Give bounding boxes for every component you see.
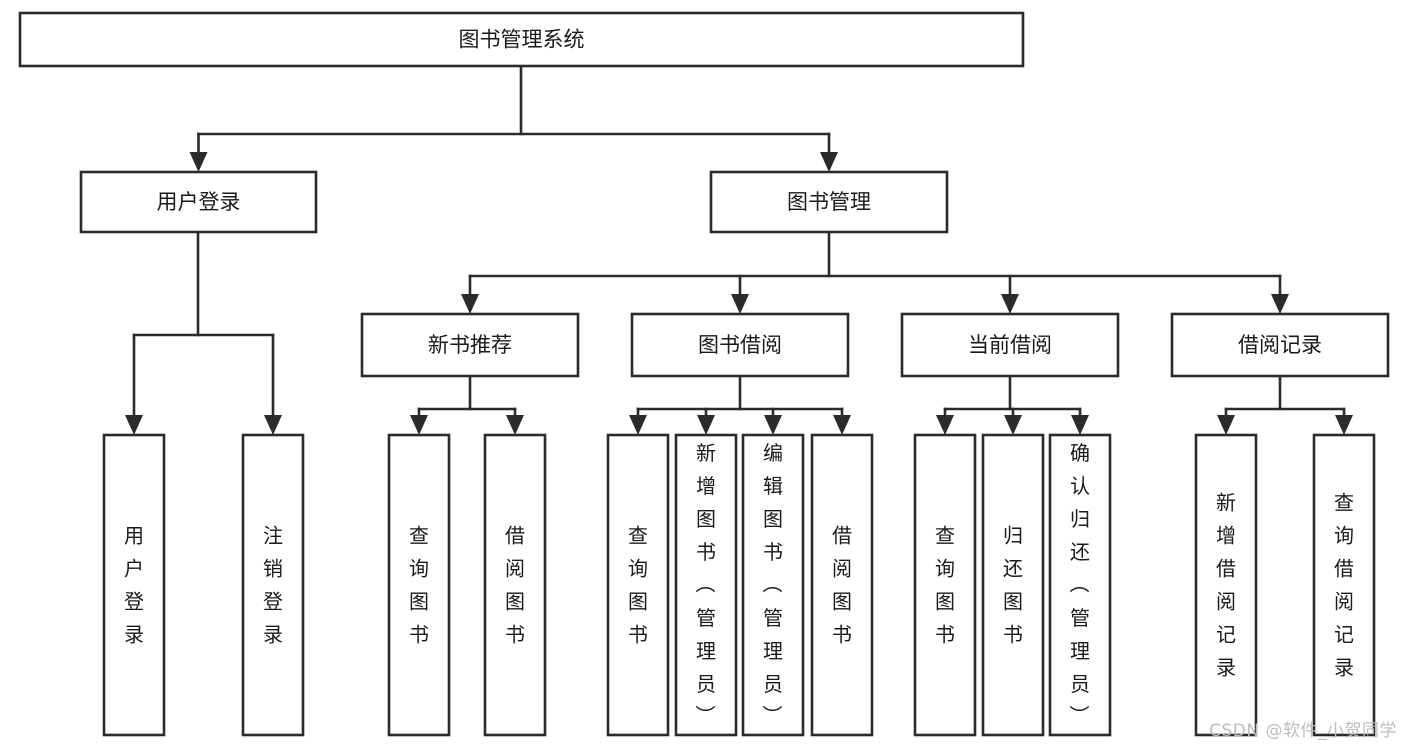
arrow-head-icon	[1001, 294, 1019, 314]
node-box[interactable]	[709, 170, 949, 234]
node-box[interactable]	[1048, 433, 1112, 737]
node-box[interactable]	[79, 170, 318, 234]
connector-elbow-root	[189, 64, 838, 172]
node-l-cb-confirm-return[interactable]: 确认归还（管理员）	[1048, 433, 1112, 737]
arrow-head-icon	[189, 152, 208, 172]
node-label: 确认归还（管理员）	[1069, 441, 1090, 729]
node-label: 图书管理系统	[459, 28, 585, 52]
connector-elbow-book-borrow	[629, 374, 851, 435]
arrow-head-icon	[629, 415, 647, 435]
node-label: 用户登录	[157, 190, 241, 214]
node-box[interactable]	[810, 433, 874, 737]
connector-layer	[125, 64, 1353, 435]
node-box[interactable]	[630, 312, 850, 378]
node-label: 查询图书	[935, 523, 955, 646]
node-n-current-borrow[interactable]: 当前借阅	[900, 312, 1120, 378]
arrow-head-icon	[1071, 415, 1089, 435]
node-l-cb-query-book[interactable]: 查询图书	[913, 433, 977, 737]
node-box[interactable]	[913, 433, 977, 737]
node-l-rec-borrow-book[interactable]: 借阅图书	[483, 433, 547, 737]
node-label: 图书借阅	[698, 333, 782, 357]
node-label: 新增借阅记录	[1216, 490, 1236, 679]
node-l-bb-add-book[interactable]: 新增图书（管理员）	[674, 433, 738, 737]
node-box[interactable]	[1170, 312, 1390, 378]
node-l-bb-edit-book[interactable]: 编辑图书（管理员）	[741, 433, 805, 737]
node-box[interactable]	[241, 433, 305, 737]
arrow-head-icon	[461, 294, 479, 314]
node-label: 当前借阅	[968, 333, 1052, 357]
node-box[interactable]	[387, 433, 451, 737]
arrow-head-icon	[125, 415, 143, 435]
node-label: 借阅图书	[505, 523, 525, 646]
node-layer: 图书管理系统用户登录图书管理新书推荐图书借阅当前借阅借阅记录用户登录注销登录查询…	[18, 11, 1390, 737]
node-box[interactable]	[360, 312, 580, 378]
node-l-br-add-record[interactable]: 新增借阅记录	[1194, 433, 1258, 737]
node-box[interactable]	[606, 433, 670, 737]
node-label: 借阅图书	[832, 523, 852, 646]
node-label: 查询图书	[409, 523, 429, 646]
node-label: 用户登录	[124, 523, 144, 646]
node-root[interactable]: 图书管理系统	[18, 11, 1025, 68]
connector-elbow-borrow-record	[1217, 374, 1353, 435]
node-n-borrow-record[interactable]: 借阅记录	[1170, 312, 1390, 378]
node-label: 查询图书	[628, 523, 648, 646]
arrow-head-icon	[1271, 294, 1289, 314]
node-l-user-login[interactable]: 用户登录	[102, 433, 166, 737]
arrow-head-icon	[697, 415, 715, 435]
node-l-cb-return-book[interactable]: 归还图书	[981, 433, 1045, 737]
arrow-head-icon	[833, 415, 851, 435]
node-label: 新增图书（管理员）	[695, 441, 716, 729]
node-label: 编辑图书（管理员）	[762, 441, 783, 729]
connector-elbow-book-manage	[461, 230, 1289, 314]
arrow-head-icon	[936, 415, 954, 435]
node-label: 归还图书	[1003, 523, 1023, 646]
node-n-user-login[interactable]: 用户登录	[79, 170, 318, 234]
node-label: 新书推荐	[428, 333, 512, 357]
node-l-rec-query-book[interactable]: 查询图书	[387, 433, 451, 737]
arrow-head-icon	[264, 415, 282, 435]
node-box[interactable]	[18, 11, 1025, 68]
arrow-head-icon	[1004, 415, 1022, 435]
arrow-head-icon	[820, 152, 838, 172]
node-l-user-logout[interactable]: 注销登录	[241, 433, 305, 737]
node-box[interactable]	[1312, 433, 1376, 737]
connector-elbow-user-login	[125, 230, 282, 435]
node-box[interactable]	[900, 312, 1120, 378]
node-box[interactable]	[674, 433, 738, 737]
arrow-head-icon	[764, 415, 782, 435]
node-box[interactable]	[741, 433, 805, 737]
node-box[interactable]	[102, 433, 166, 737]
node-n-new-book-rec[interactable]: 新书推荐	[360, 312, 580, 378]
arrow-head-icon	[506, 415, 524, 435]
node-box[interactable]	[1194, 433, 1258, 737]
node-label: 查询借阅记录	[1334, 490, 1354, 679]
connector-elbow-current-borrow	[936, 374, 1089, 435]
node-n-book-borrow[interactable]: 图书借阅	[630, 312, 850, 378]
node-box[interactable]	[483, 433, 547, 737]
node-box[interactable]	[981, 433, 1045, 737]
node-label: 注销登录	[263, 523, 283, 646]
node-l-bb-query-book[interactable]: 查询图书	[606, 433, 670, 737]
arrow-head-icon	[1217, 415, 1235, 435]
node-label: 借阅记录	[1238, 333, 1322, 357]
arrow-head-icon	[1335, 415, 1353, 435]
node-l-br-query-record[interactable]: 查询借阅记录	[1312, 433, 1376, 737]
node-n-book-manage[interactable]: 图书管理	[709, 170, 949, 234]
node-label: 图书管理	[787, 190, 871, 214]
connector-elbow-new-book-rec	[410, 374, 524, 435]
arrow-head-icon	[410, 415, 428, 435]
arrow-head-icon	[731, 294, 749, 314]
node-l-bb-borrow-book[interactable]: 借阅图书	[810, 433, 874, 737]
